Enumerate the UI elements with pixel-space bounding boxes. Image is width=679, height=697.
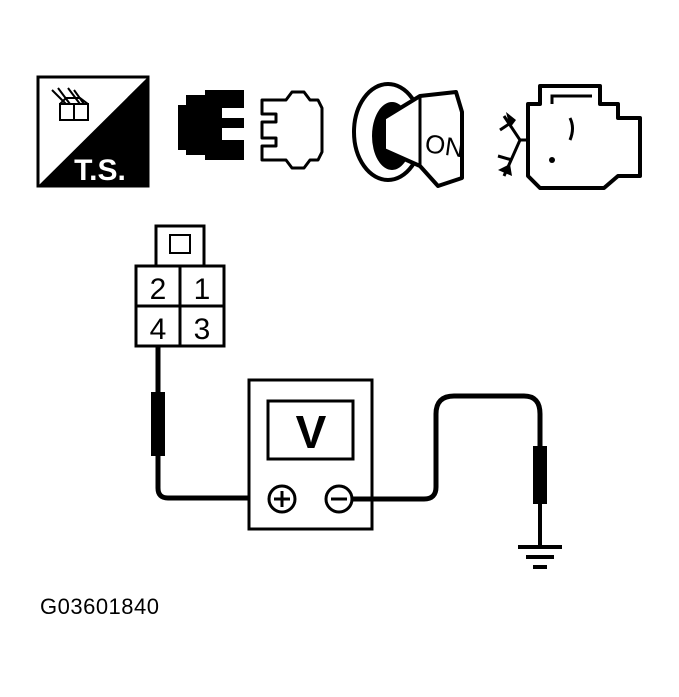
voltmeter: V	[247, 378, 374, 531]
terminal-3: 3	[194, 313, 211, 346]
meter-label: V	[296, 406, 327, 458]
negative-probe-lead	[352, 393, 547, 546]
terminal-4: 4	[150, 313, 167, 346]
ignition-key-on-icon: ON	[352, 82, 466, 188]
ts-label: T.S.	[74, 154, 126, 187]
figure-code: G03601840	[40, 594, 160, 619]
terminal-2: 2	[150, 273, 167, 306]
terminal-1: 1	[194, 273, 211, 306]
ground-symbol	[518, 545, 562, 569]
ignition-on-label: ON	[423, 128, 466, 163]
connector: 2 1 4 3	[134, 224, 226, 348]
engine-running-icon	[497, 84, 642, 190]
tester-service-icon: T.S.	[36, 75, 150, 188]
connector-disconnect-icon	[178, 90, 324, 170]
positive-probe-lead	[151, 346, 266, 501]
